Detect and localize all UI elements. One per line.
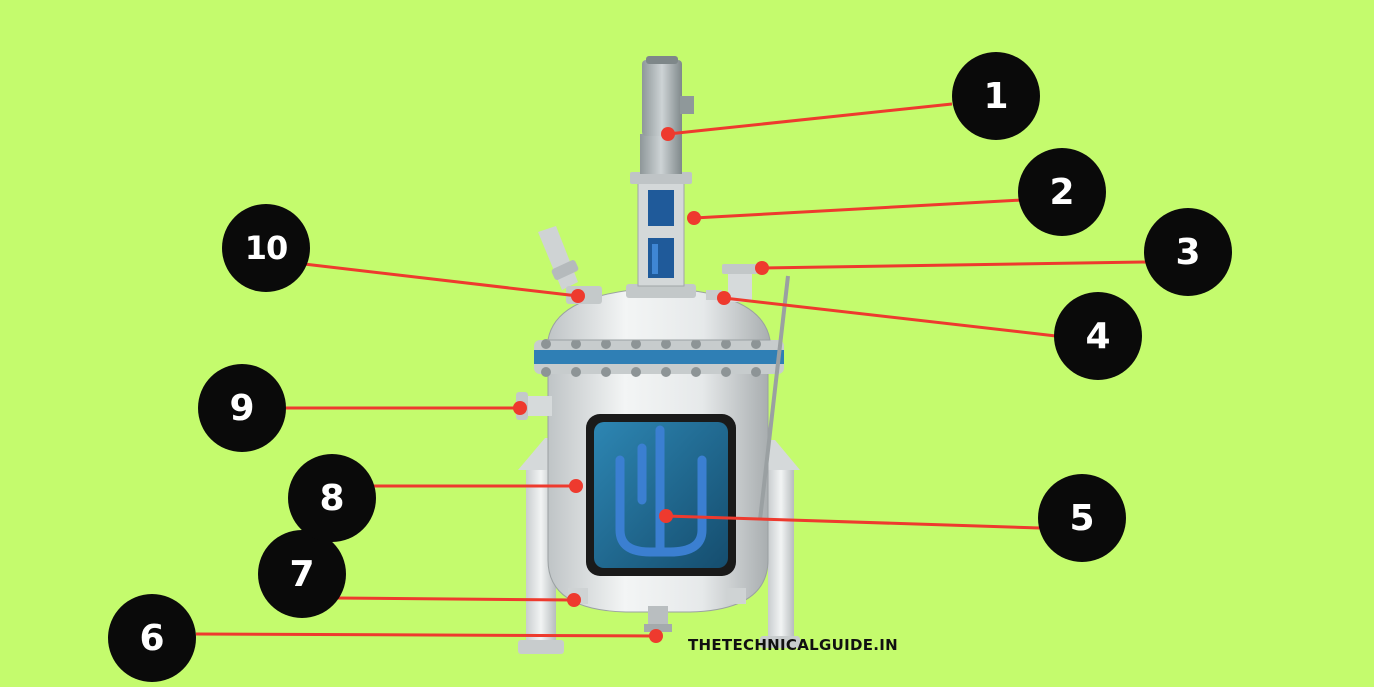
gearbox <box>640 134 682 174</box>
agitator-impeller <box>615 425 707 557</box>
callout-badge-8: 8 <box>288 454 376 542</box>
leader-lines <box>195 102 1149 643</box>
site-watermark: THETECHNICALGUIDE.IN <box>688 636 898 654</box>
reactor-vessel-illustration <box>516 56 800 654</box>
callout-badge-2: 2 <box>1018 148 1106 236</box>
callout-badge-9: 9 <box>198 364 286 452</box>
callout-badge-4: 4 <box>1054 292 1142 380</box>
leader-line-5 <box>665 514 1041 530</box>
side-nozzle <box>526 396 552 416</box>
leader-line-4 <box>723 296 1057 338</box>
callout-badge-3: 3 <box>1144 208 1232 296</box>
support-leg-right <box>768 470 794 640</box>
thermowell-rod <box>758 275 790 521</box>
callout-badge-5: 5 <box>1038 474 1126 562</box>
small-top-nozzle <box>706 290 722 300</box>
drive-motor <box>642 60 682 136</box>
leader-line-7 <box>335 596 575 602</box>
callout-badge-7: 7 <box>258 530 346 618</box>
leader-line-1 <box>667 102 953 136</box>
callout-badge-1: 1 <box>952 52 1040 140</box>
leader-line-6 <box>195 632 657 638</box>
top-nozzle-right <box>728 272 752 302</box>
bottom-discharge-valve <box>648 606 668 626</box>
callout-badge-10: 10 <box>222 204 310 292</box>
leader-line-10 <box>303 262 579 298</box>
leader-line-3 <box>761 260 1149 270</box>
leader-line-2 <box>693 198 1023 220</box>
callout-badge-6: 6 <box>108 594 196 682</box>
